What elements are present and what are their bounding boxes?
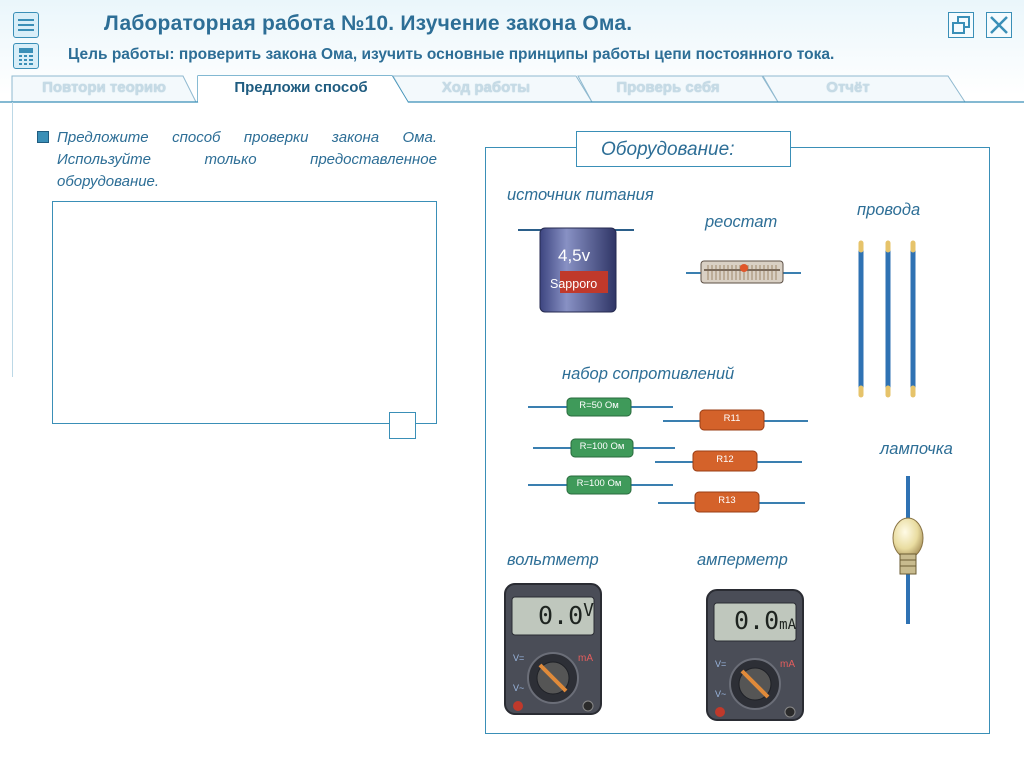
resistor-set-graphic [528, 397, 808, 513]
bullet-icon [37, 131, 49, 143]
resistor-50 [566, 397, 632, 417]
resistor-label-1: R=50 Ом [579, 400, 619, 411]
resistor-label-r11: R11 [723, 413, 741, 424]
ammeter[interactable]: 0.0mA V= V~ mA [706, 589, 804, 721]
restore-icon[interactable] [948, 12, 974, 38]
tab-self-check[interactable]: Проверь себя [616, 79, 720, 96]
voltmeter-value: 0.0 [538, 601, 584, 630]
page-title: Лабораторная работа №10. Изучение закона… [104, 12, 633, 35]
resistor-r12 [692, 450, 758, 472]
resistor-label-r13: R13 [718, 495, 736, 506]
tab-theory[interactable]: Повтори теорию [42, 79, 166, 96]
answer-resize-button[interactable] [389, 412, 416, 439]
rheostat-label: реостат [705, 213, 778, 231]
battery-voltage: 4,5v [558, 246, 591, 265]
voltmeter-dial-v1: V= [513, 653, 525, 663]
work-goal: Цель работы: проверить закона Ома, изучи… [68, 46, 835, 63]
lamp-label: лампочка [880, 440, 953, 458]
resistor-label-2: R=100 Ом [579, 441, 625, 452]
lamp[interactable] [885, 474, 931, 626]
resistor-label-r12: R12 [716, 454, 734, 465]
equipment-title: Оборудование: [576, 131, 791, 167]
lamp-graphic [892, 476, 924, 624]
tab-procedure[interactable]: Ход работы [441, 79, 531, 96]
tab-suggest-method[interactable]: Предложи способ [234, 79, 368, 96]
ammeter-graphic [706, 589, 804, 721]
menu-icon[interactable] [13, 12, 39, 38]
wires-label: провода [857, 201, 921, 219]
resistor-r11 [699, 409, 765, 431]
power-source-label: источник питания [507, 186, 654, 204]
voltmeter-reading: 0.0V [518, 600, 594, 630]
resistor-set: R=50 Ом R=100 Ом R=100 Ом R11 R12 R13 [525, 393, 810, 518]
calculator-icon[interactable] [13, 43, 39, 69]
ammeter-unit: mA [779, 617, 796, 633]
voltmeter-label: вольтметр [507, 551, 599, 569]
tab-bar: Повтори теорию Предложи способ Ход работ… [0, 75, 1024, 103]
ammeter-dial-v1: V= [715, 659, 727, 669]
tab-bar-outline [0, 75, 1024, 103]
task-text: Предложите способ проверки закона Ома. И… [57, 129, 437, 190]
wires[interactable] [853, 240, 923, 398]
resistor-100-a [570, 438, 634, 458]
voltmeter-unit: V [583, 600, 594, 621]
calculator-glyph [19, 48, 33, 65]
ammeter-reading: 0.0mA [720, 606, 796, 635]
battery-graphic [518, 227, 634, 313]
ammeter-dial-v2: V~ [715, 689, 727, 699]
close-icon[interactable] [986, 12, 1012, 38]
rheostat[interactable] [686, 256, 801, 290]
battery-brand: Sapporo [550, 277, 598, 291]
voltmeter[interactable]: 0.0V V= V~ mA [504, 583, 602, 715]
wires-graphic [858, 240, 916, 398]
resistor-r13 [694, 491, 760, 513]
ammeter-label: амперметр [697, 551, 788, 569]
voltmeter-dial-v2: V~ [513, 683, 525, 693]
resistor-label-3: R=100 Ом [576, 478, 622, 489]
answer-field[interactable] [52, 201, 437, 424]
voltmeter-graphic [504, 583, 602, 715]
voltmeter-dial-ma: mA [578, 653, 593, 664]
panel-divider [12, 102, 13, 377]
battery[interactable]: 4,5v Sapporo [518, 226, 634, 314]
resistors-label: набор сопротивлений [562, 365, 735, 383]
ammeter-dial-ma: mA [780, 659, 795, 670]
resistor-100-b [566, 475, 632, 495]
tab-report[interactable]: Отчёт [826, 79, 870, 96]
rheostat-graphic [686, 260, 801, 284]
ammeter-value: 0.0 [733, 606, 780, 635]
